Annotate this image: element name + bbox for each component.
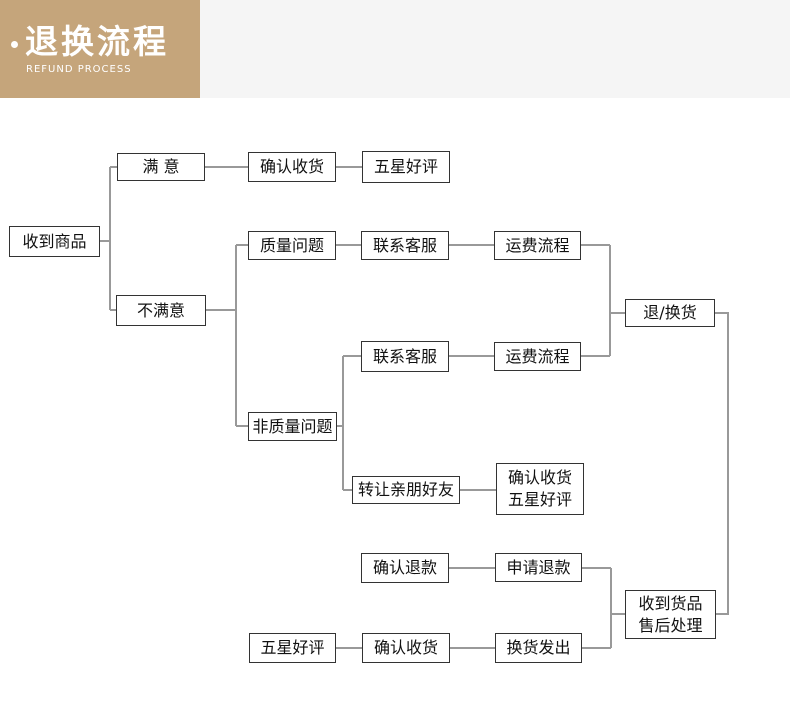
node-exchange-ship: 换货发出 [495, 633, 582, 663]
bullet-icon [11, 41, 18, 48]
header-badge: 退换流程 REFUND PROCESS [0, 0, 200, 98]
connector-dissatisfied [205, 244, 248, 427]
connector-return [581, 244, 625, 357]
node-quality-issue: 质量问题 [248, 231, 336, 260]
node-after-sales: 收到货品 售后处理 [625, 590, 716, 639]
node-confirm-receipt-bottom: 确认收货 [362, 633, 450, 663]
page-subtitle: REFUND PROCESS [26, 64, 132, 75]
node-five-star-bottom: 五星好评 [249, 633, 336, 663]
connector-bottom-merge [582, 567, 625, 649]
node-satisfied: 满 意 [117, 153, 205, 181]
node-shipping-flow-1: 运费流程 [494, 231, 581, 260]
node-receive-goods: 收到商品 [9, 226, 100, 257]
node-contact-service-2: 联系客服 [361, 341, 449, 372]
connector-root [100, 166, 117, 311]
page-title: 退换流程 [25, 22, 169, 61]
connector-after-sales [715, 312, 729, 615]
node-five-star-top: 五星好评 [362, 151, 450, 183]
connector-non-quality [337, 355, 496, 491]
node-dissatisfied: 不满意 [116, 295, 206, 326]
node-return-exchange: 退/换货 [625, 299, 715, 327]
node-confirm-refund: 确认退款 [361, 553, 449, 583]
node-transfer-friends: 转让亲朋好友 [352, 476, 460, 504]
node-non-quality-issue: 非质量问题 [248, 412, 337, 441]
node-confirm-receipt-top: 确认收货 [248, 152, 336, 182]
node-shipping-flow-2: 运费流程 [494, 342, 581, 371]
node-confirm-and-rate: 确认收货 五星好评 [496, 463, 584, 515]
node-apply-refund: 申请退款 [495, 553, 582, 582]
node-contact-service-1: 联系客服 [361, 231, 449, 260]
